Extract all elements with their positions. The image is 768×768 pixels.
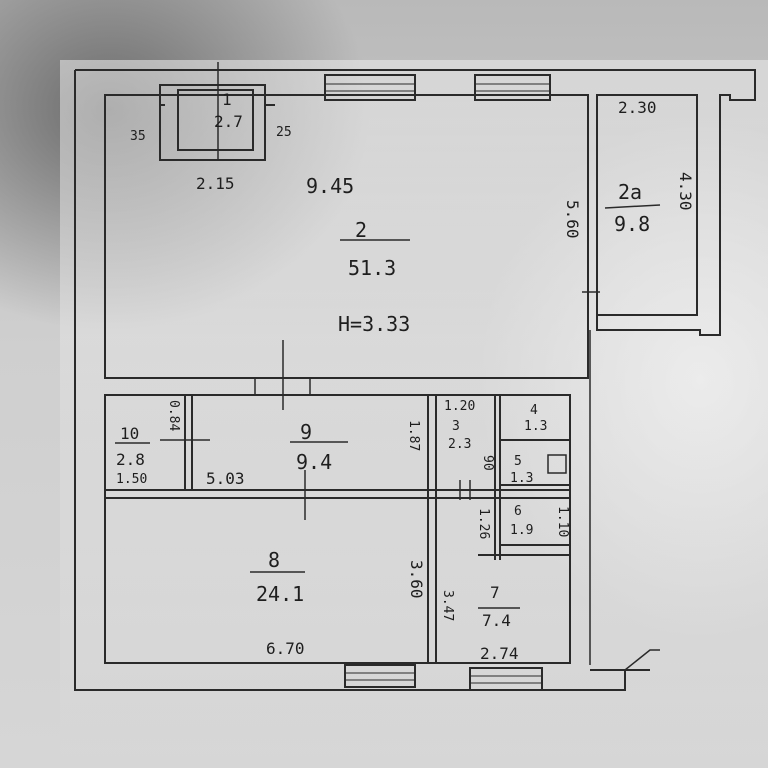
room-2-area: 51.3 bbox=[348, 256, 397, 280]
dim-90: 90 bbox=[480, 455, 495, 471]
room-10-area: 2.8 bbox=[116, 450, 145, 469]
dim-5-60: 5.60 bbox=[563, 200, 582, 239]
dim-0-84: 0.84 bbox=[166, 400, 181, 432]
dim-1-26: 1.26 bbox=[476, 508, 491, 540]
room-7-number: 7 bbox=[490, 583, 500, 602]
window-top-2 bbox=[474, 74, 551, 101]
room-7-area: 7.4 bbox=[482, 611, 511, 630]
room-5-number: 5 bbox=[514, 454, 522, 469]
dim-2-74: 2.74 bbox=[480, 644, 519, 663]
room-1-number: 1 bbox=[222, 90, 232, 109]
room-2a-area: 9.8 bbox=[614, 212, 651, 236]
room-2-walls bbox=[104, 94, 589, 379]
dim-2-30: 2.30 bbox=[618, 98, 657, 117]
dim-1-50: 1.50 bbox=[116, 472, 148, 487]
room-3-area: 2.3 bbox=[448, 437, 472, 452]
dim-4-30: 4.30 bbox=[676, 172, 695, 211]
room-9-area: 9.4 bbox=[296, 450, 333, 474]
dim-1-20: 1.20 bbox=[444, 399, 476, 414]
window-bottom-1 bbox=[344, 664, 416, 688]
room-8-number: 8 bbox=[268, 548, 281, 572]
dim-6-70: 6.70 bbox=[266, 639, 305, 658]
room-4-area: 1.3 bbox=[524, 419, 548, 434]
ceiling-height: H=3.33 bbox=[338, 312, 411, 336]
lower-block-walls bbox=[104, 394, 571, 664]
window-bottom-2 bbox=[469, 667, 543, 691]
room-1-shaft-outer bbox=[159, 84, 266, 161]
outer-wall bbox=[75, 69, 756, 336]
room-1-shaft-inner bbox=[177, 89, 254, 151]
dim-5-03: 5.03 bbox=[206, 469, 245, 488]
room-6-area: 1.9 bbox=[510, 523, 534, 538]
room-6-number: 6 bbox=[514, 504, 522, 519]
outer-wall-left bbox=[74, 70, 650, 691]
room-9-number: 9 bbox=[300, 420, 313, 444]
room-4-number: 4 bbox=[530, 403, 538, 418]
dim-2-15: 2.15 bbox=[196, 174, 235, 193]
room-1-area: 2.7 bbox=[214, 112, 243, 131]
room-8-area: 24.1 bbox=[256, 582, 305, 606]
room-5-area: 1.3 bbox=[510, 471, 534, 486]
dim-1-10: 1.10 bbox=[555, 506, 570, 538]
dim-9-45: 9.45 bbox=[306, 174, 355, 198]
room-2a-number: 2a bbox=[618, 180, 643, 204]
dim-3-60: 3.60 bbox=[407, 560, 426, 599]
room-3-number: 3 bbox=[452, 419, 460, 434]
dim-1-87: 1.87 bbox=[406, 420, 421, 452]
dim-25: 25 bbox=[276, 125, 292, 140]
window-top-1 bbox=[324, 74, 416, 101]
dim-35: 35 bbox=[130, 129, 146, 144]
room-2a-walls bbox=[596, 94, 698, 316]
dim-3-47: 3.47 bbox=[440, 590, 455, 622]
room-10-number: 10 bbox=[120, 424, 140, 443]
room-2-number: 2 bbox=[355, 218, 368, 242]
